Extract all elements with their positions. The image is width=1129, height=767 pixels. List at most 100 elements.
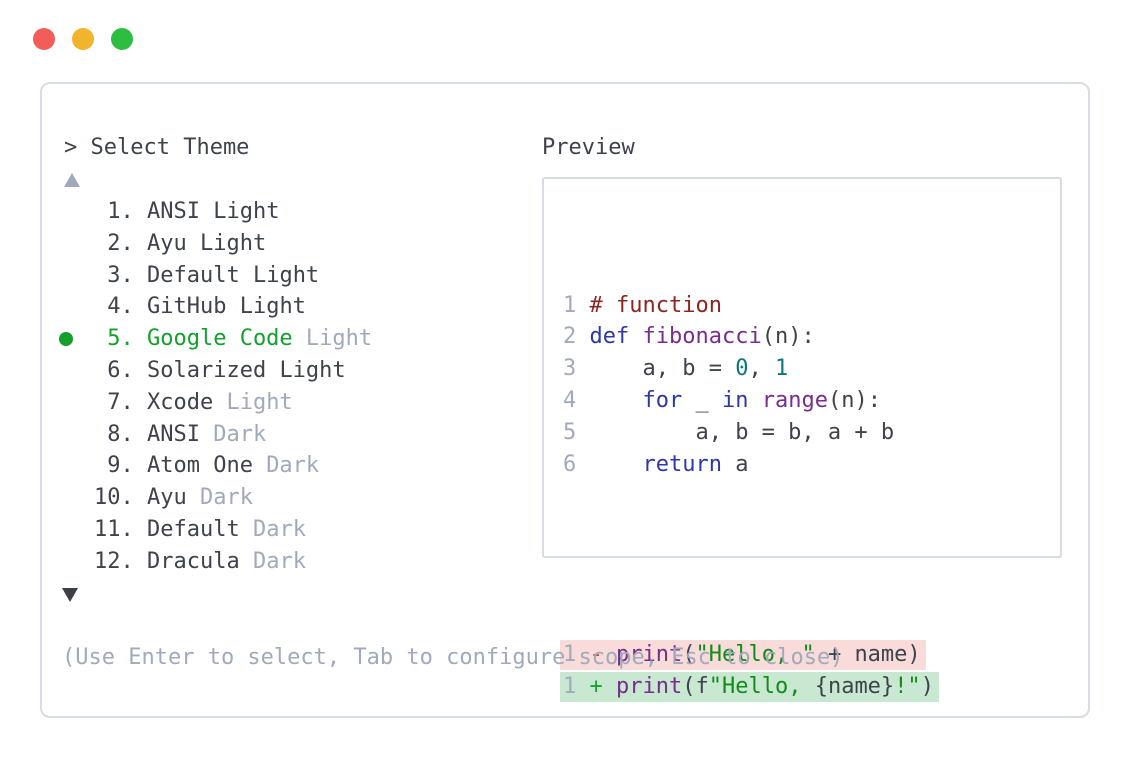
theme-item-variant: Light	[226, 389, 293, 415]
code-line: 4 for _ in range(n):	[563, 385, 1060, 417]
code-token: return	[642, 451, 722, 477]
theme-item-variant: Light	[305, 326, 373, 352]
theme-list-item[interactable]: 1. ANSI Light	[94, 196, 372, 228]
maximize-button[interactable]	[111, 28, 133, 50]
scroll-up-icon[interactable]	[64, 173, 80, 187]
code-token: print	[616, 642, 683, 668]
theme-item-label: 12. Dracula	[94, 548, 253, 574]
code-token: _	[682, 387, 722, 413]
theme-list-item[interactable]: 6. Solarized Light	[94, 355, 372, 387]
code-token: 1	[774, 356, 789, 382]
code-line: 1 # function	[563, 290, 1060, 322]
theme-list-item[interactable]: 3. Default Light	[94, 260, 372, 292]
theme-list-item[interactable]: 2. Ayu Light	[94, 228, 372, 260]
line-number: 1	[563, 674, 590, 700]
theme-list-item[interactable]: 11. Default Dark	[94, 514, 372, 546]
code-token: "Hello, "	[695, 642, 815, 668]
code-token: def	[589, 324, 630, 350]
theme-list-item[interactable]: 5. Google Code Light	[59, 323, 373, 355]
theme-list-item[interactable]: 7. Xcode Light	[94, 387, 372, 419]
code-token: + name)	[814, 642, 921, 668]
diff-block: 1 - print("Hello, " + name)1 + print(f"H…	[560, 639, 1060, 703]
theme-item-label: 2. Ayu	[94, 230, 200, 256]
code-token: print	[616, 674, 683, 700]
code-token	[590, 452, 643, 477]
line-number: 2	[563, 324, 590, 350]
theme-item-variant: Light	[213, 199, 280, 224]
code-token: range	[761, 387, 828, 413]
theme-item-variant: Dark	[252, 548, 306, 574]
code-token: for	[642, 387, 683, 413]
preview-label: Preview	[542, 135, 635, 160]
code-token: "Hello,	[708, 674, 815, 700]
code-token: (n):	[827, 387, 881, 413]
theme-item-label: 10. Ayu	[94, 485, 200, 511]
theme-item-label: 5. Google Code	[94, 326, 306, 352]
code-token: fibonacci	[642, 324, 762, 350]
theme-list-item[interactable]: 10. Ayu Dark	[94, 482, 372, 514]
code-token	[629, 324, 642, 349]
code-token: !"	[894, 674, 921, 700]
line-number: 3	[563, 356, 590, 382]
keyboard-hint: (Use Enter to select, Tab to configure s…	[62, 645, 844, 670]
theme-item-variant: Dark	[266, 453, 320, 479]
code-token: ,	[748, 356, 775, 382]
code-line: 3 a, b = 0, 1	[563, 353, 1060, 385]
diff-added-line: 1 + print(f"Hello, {name}!")	[560, 671, 1060, 703]
theme-item-variant: Dark	[252, 516, 306, 542]
diff-removed-line: 1 - print("Hello, " + name)	[560, 639, 1060, 671]
dialog-title: > Select Theme	[64, 135, 250, 160]
theme-item-label: 6. Solarized	[94, 357, 280, 383]
theme-item-label: 9. Atom One	[94, 453, 267, 479]
code-line: 2 def fibonacci(n):	[563, 321, 1060, 353]
code-token: a, b =	[589, 356, 736, 382]
diff-plus-sign: +	[589, 674, 616, 700]
theme-list-item[interactable]: 4. GitHub Light	[94, 291, 372, 323]
code-line: 6 return a	[563, 449, 1060, 481]
close-button[interactable]	[33, 28, 55, 50]
theme-item-variant: Dark	[199, 485, 253, 511]
theme-list-item[interactable]: 12. Dracula Dark	[94, 546, 372, 578]
theme-item-variant: Light	[252, 262, 320, 288]
line-number: 5	[563, 419, 590, 445]
line-number: 1	[563, 292, 590, 318]
theme-selector-dialog: > Select Theme Preview 1. ANSI Light 2. …	[40, 82, 1090, 718]
code-token	[748, 388, 761, 413]
code-token: {name}	[814, 674, 895, 700]
code-token: a	[721, 451, 749, 477]
theme-list: 1. ANSI Light 2. Ayu Light 3. Default Li…	[59, 196, 373, 578]
theme-item-label: 7. Xcode	[94, 389, 227, 415]
theme-list-item[interactable]: 9. Atom One Dark	[94, 450, 372, 482]
code-token: (n):	[761, 324, 815, 350]
theme-item-variant: Light	[239, 294, 306, 320]
code-token: a, b = b, a + b	[589, 419, 895, 445]
line-number: 6	[563, 451, 590, 477]
theme-list-item[interactable]: 8. ANSI Dark	[94, 419, 372, 451]
selected-theme-bullet-icon	[59, 332, 73, 347]
theme-item-variant: Light	[199, 230, 267, 256]
theme-item-label: 8. ANSI	[94, 421, 214, 447]
line-number: 1	[563, 642, 590, 668]
code-token: )	[920, 674, 934, 700]
minimize-button[interactable]	[72, 28, 94, 50]
code-token	[590, 388, 643, 413]
code-line: 5 a, b = b, a + b	[563, 417, 1060, 449]
theme-item-variant: Light	[279, 357, 346, 383]
line-number: 4	[563, 387, 590, 413]
theme-item-variant: Dark	[213, 421, 267, 447]
theme-item-label: 3. Default	[94, 262, 253, 288]
code-token: 0	[735, 356, 749, 382]
code-token: in	[721, 387, 749, 413]
theme-item-label: 4. GitHub	[94, 294, 240, 320]
code-token: (	[682, 642, 696, 668]
scroll-down-icon[interactable]	[62, 588, 78, 602]
diff-minus-sign: -	[589, 642, 616, 668]
code-token: (f	[682, 674, 709, 700]
theme-item-label: 1. ANSI	[94, 199, 214, 224]
blank-line	[563, 544, 1060, 576]
code-token: # function	[589, 292, 722, 318]
theme-item-label: 11. Default	[94, 516, 253, 542]
